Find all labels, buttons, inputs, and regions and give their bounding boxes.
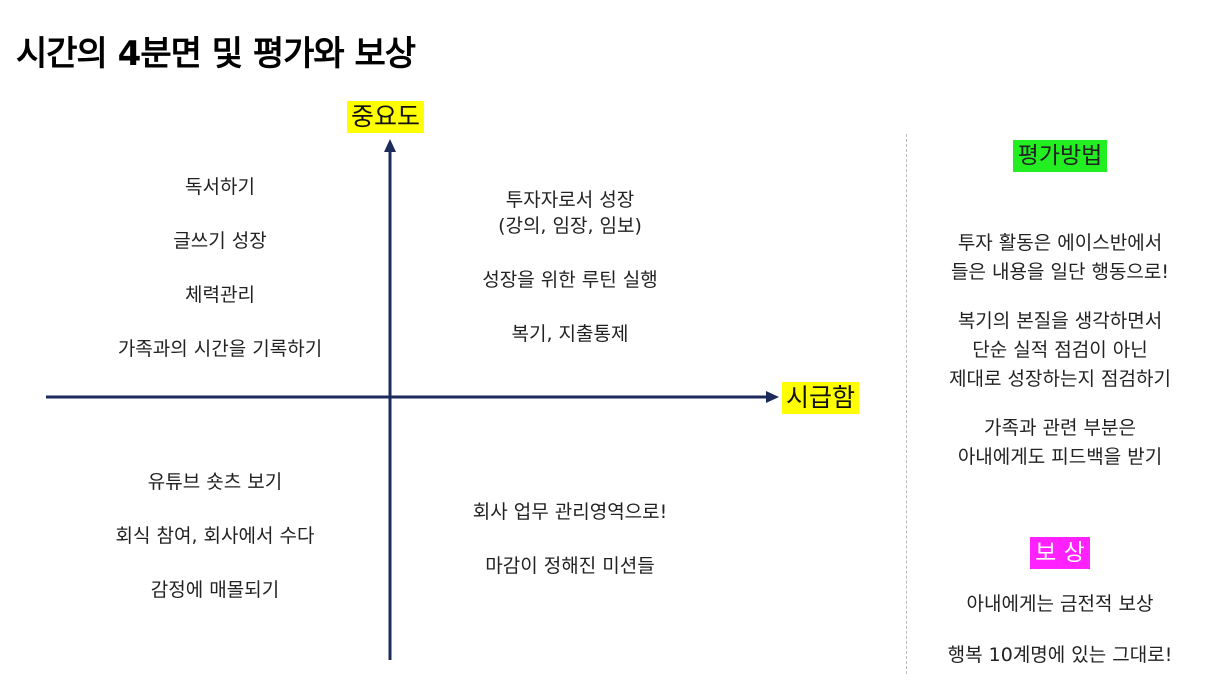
page-title: 시간의 4분면 및 평가와 보상 (16, 34, 416, 74)
quadrant-item: 투자자로서 성장 (강의, 임장, 임보) (498, 189, 642, 237)
reward-paragraph: 행복 10계명에 있는 그대로! (947, 644, 1173, 666)
vertical-axis-arrowhead (384, 139, 396, 152)
evaluation-paragraph: 복기의 본질을 생각하면서 단순 실적 점검이 아닌 제대로 성장하는지 점검하… (949, 310, 1171, 390)
quadrant-item: 체력관리 (185, 284, 255, 306)
evaluation-panel: 평가방법 (912, 140, 1208, 172)
quadrant-item: 글쓰기 성장 (173, 230, 267, 252)
reward-paragraph: 아내에게는 금전적 보상 (966, 593, 1154, 615)
quadrant-not-important-not-urgent: 유튜브 숏츠 보기 회식 참여, 회사에서 수다 감정에 매몰되기 (50, 469, 380, 631)
section-divider (906, 134, 907, 674)
horizontal-axis-arrowhead (766, 391, 779, 403)
evaluation-heading: 평가방법 (1012, 140, 1108, 172)
evaluation-paragraphs: 투자 활동은 에이스반에서 들은 내용을 일단 행동으로! 복기의 본질을 생각… (912, 229, 1208, 492)
quadrant-item: 복기, 지출통제 (511, 323, 629, 345)
evaluation-paragraph: 투자 활동은 에이스반에서 들은 내용을 일단 행동으로! (950, 232, 1170, 283)
urgency-axis-label: 시급함 (782, 382, 860, 414)
quadrant-item: 회식 참여, 회사에서 수다 (115, 525, 315, 547)
quadrant-item: 가족과의 시간을 기록하기 (117, 338, 323, 360)
evaluation-paragraph: 가족과 관련 부분은 아내에게도 피드백을 받기 (957, 417, 1163, 468)
reward-heading: 보 상 (1030, 537, 1090, 569)
importance-axis-label: 중요도 (347, 101, 425, 133)
quadrant-item: 성장을 위한 루틴 실행 (482, 269, 658, 291)
reward-panel: 보 상 (912, 537, 1208, 569)
quadrant-important-not-urgent: 독서하기 글쓰기 성장 체력관리 가족과의 시간을 기록하기 (60, 174, 380, 390)
reward-paragraphs: 아내에게는 금전적 보상 행복 10계명에 있는 그대로! (912, 590, 1208, 690)
quadrant-item: 독서하기 (185, 176, 255, 198)
quadrant-item: 회사 업무 관리영역으로! (472, 501, 668, 523)
quadrant-item: 유튜브 숏츠 보기 (147, 471, 283, 493)
quadrant-not-important-urgent: 회사 업무 관리영역으로! 마감이 정해진 미션들 (420, 499, 720, 607)
quadrant-item: 마감이 정해진 미션들 (485, 555, 655, 577)
quadrant-item: 감정에 매몰되기 (150, 579, 280, 601)
quadrant-important-urgent: 투자자로서 성장 (강의, 임장, 임보) 성장을 위한 루틴 실행 복기, 지… (420, 187, 720, 375)
